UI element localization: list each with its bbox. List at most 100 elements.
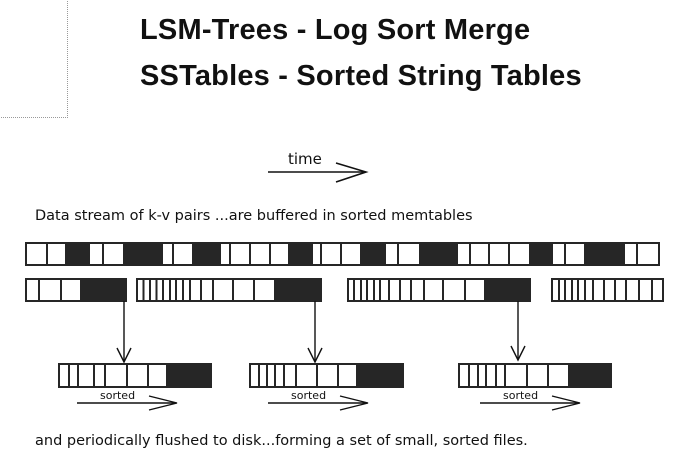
empty-cell (410, 278, 425, 302)
empty-cell (249, 363, 260, 388)
empty-cell (340, 242, 362, 266)
filled-cell (484, 278, 531, 302)
filled-cell (65, 242, 90, 266)
empty-cell (161, 242, 174, 266)
empty-cell (458, 363, 470, 388)
stream-caption: Data stream of k-v pairs ...are buffered… (35, 208, 473, 224)
empty-cell (397, 242, 421, 266)
memtable (136, 278, 322, 302)
empty-cell (88, 242, 104, 266)
empty-cell (508, 242, 531, 266)
empty-cell (625, 278, 640, 302)
slide-title-lsm-trees: LSM-Trees - Log Sort Merge (140, 14, 531, 46)
empty-cell (636, 242, 660, 266)
empty-cell (592, 278, 605, 302)
sorted-arrow: sorted (77, 389, 178, 411)
sorted-label: sorted (503, 389, 538, 402)
empty-cell (102, 242, 125, 266)
empty-cell (316, 363, 339, 388)
empty-cell (266, 363, 276, 388)
empty-cell (60, 278, 82, 302)
filled-cell (288, 242, 313, 266)
empty-cell (219, 242, 231, 266)
sorted-label: sorted (291, 389, 326, 402)
empty-cell (577, 278, 586, 302)
empty-cell (249, 242, 271, 266)
empty-cell (212, 278, 234, 302)
filled-cell (529, 242, 553, 266)
sstable-file (249, 363, 404, 388)
filled-cell (360, 242, 386, 266)
empty-cell (469, 242, 490, 266)
empty-cell (200, 278, 214, 302)
filled-cell (123, 242, 163, 266)
slide-title-sstables: SSTables - Sorted String Tables (140, 60, 582, 92)
sorted-label: sorted (100, 389, 135, 402)
empty-cell (464, 278, 486, 302)
empty-cell (38, 278, 62, 302)
empty-cell (488, 242, 510, 266)
empty-cell (182, 278, 191, 302)
sorted-arrow: sorted (480, 389, 581, 411)
filled-cell (166, 363, 212, 388)
empty-cell (229, 242, 251, 266)
empty-cell (651, 278, 664, 302)
time-label: time (288, 150, 322, 168)
memtable (25, 278, 127, 302)
empty-cell (551, 242, 566, 266)
empty-cell (232, 278, 255, 302)
empty-cell (477, 363, 487, 388)
empty-cell (442, 278, 466, 302)
empty-cell (388, 278, 401, 302)
placeholder-frame (0, 0, 68, 118)
empty-cell (93, 363, 106, 388)
empty-cell (68, 363, 79, 388)
empty-cell (337, 363, 358, 388)
empty-cell (399, 278, 412, 302)
empty-cell (423, 278, 444, 302)
empty-cell (274, 363, 285, 388)
sstable-file (458, 363, 612, 388)
memtable (551, 278, 664, 302)
empty-cell (495, 363, 506, 388)
empty-cell (258, 363, 268, 388)
sorted-arrow: sorted (268, 389, 369, 411)
empty-cell (147, 363, 168, 388)
empty-cell (253, 278, 276, 302)
filled-cell (568, 363, 612, 388)
empty-cell (46, 242, 67, 266)
empty-cell (77, 363, 95, 388)
empty-cell (379, 278, 390, 302)
filled-cell (80, 278, 127, 302)
empty-cell (353, 278, 362, 302)
empty-cell (614, 278, 627, 302)
empty-cell (126, 363, 149, 388)
empty-cell (104, 363, 128, 388)
empty-cell (269, 242, 290, 266)
empty-cell (162, 278, 171, 302)
empty-cell (564, 278, 573, 302)
empty-cell (551, 278, 560, 302)
empty-cell (320, 242, 342, 266)
filled-cell (274, 278, 322, 302)
flush-arrows (116, 301, 526, 364)
empty-cell (25, 242, 48, 266)
empty-cell (603, 278, 616, 302)
time-arrow (268, 162, 369, 183)
empty-cell (295, 363, 318, 388)
empty-cell (526, 363, 549, 388)
empty-cell (623, 242, 638, 266)
empty-cell (283, 363, 297, 388)
empty-cell (468, 363, 479, 388)
empty-cell (366, 278, 375, 302)
empty-cell (485, 363, 497, 388)
empty-cell (547, 363, 570, 388)
empty-cell (58, 363, 70, 388)
filled-cell (584, 242, 625, 266)
empty-cell (504, 363, 528, 388)
empty-cell (584, 278, 594, 302)
empty-cell (25, 278, 40, 302)
empty-cell (638, 278, 653, 302)
empty-cell (456, 242, 471, 266)
filled-cell (192, 242, 221, 266)
